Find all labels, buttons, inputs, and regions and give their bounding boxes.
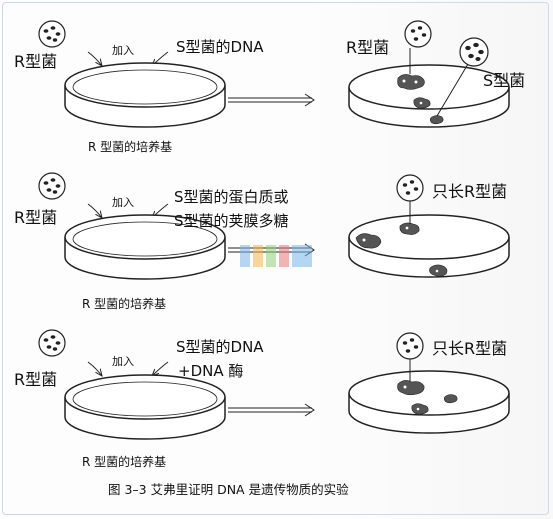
result-label-only-r: 只长R型菌 [432, 339, 508, 358]
double-arrow-icon [228, 403, 315, 417]
added-substance-line1: S型菌的蛋白质或 [174, 188, 289, 206]
pointer-line-s [436, 63, 469, 117]
medium-label: R 型菌的培养基 [82, 455, 167, 469]
added-substance-line2: +DNA 酶 [178, 362, 244, 380]
bacteria-cluster-icon [38, 329, 66, 357]
result-label-only-r: 只长R型菌 [432, 182, 508, 201]
row-1 [38, 20, 510, 128]
colony-icon [397, 380, 458, 415]
add-label: 加入 [112, 44, 134, 57]
figure-caption: 图 3–3 艾弗里证明 DNA 是遗传物质的实验 [108, 482, 349, 497]
double-arrow-icon [228, 93, 315, 107]
medium-label: R 型菌的培养基 [88, 140, 173, 154]
added-substance-line2: S型菌的荚膜多糖 [174, 212, 289, 230]
added-substance-line1: S型菌的DNA [176, 38, 264, 56]
petri-dish-icon [64, 214, 226, 280]
watermark-logo [240, 245, 312, 267]
result-petri-dish-icon [348, 64, 510, 128]
add-arrow-left [87, 203, 102, 218]
bacteria-cluster-icon [38, 172, 66, 200]
result-petri-dish-icon [348, 370, 510, 434]
add-arrow-left [87, 51, 102, 66]
add-arrow-left [87, 361, 102, 376]
bacteria-cluster-icon [396, 332, 424, 360]
result-label-s: S型菌 [483, 71, 526, 90]
row-2 [38, 172, 510, 280]
petri-dish-icon [64, 62, 226, 128]
left-bacteria-label: R型菌 [14, 208, 58, 227]
colony-icon [397, 74, 444, 125]
left-bacteria-label: R型菌 [14, 52, 58, 71]
added-substance-line1: S型菌的DNA [176, 338, 264, 356]
colony-icon [355, 222, 448, 277]
petri-dish-icon [64, 374, 226, 440]
medium-label: R 型菌的培养基 [82, 297, 167, 311]
bacteria-cluster-icon [459, 37, 489, 67]
add-label: 加入 [112, 196, 134, 209]
row-3 [38, 329, 510, 440]
bacteria-cluster-icon [38, 20, 66, 48]
add-arrow-right [152, 361, 169, 376]
result-label-r: R型菌 [346, 38, 390, 57]
left-bacteria-label: R型菌 [14, 370, 58, 389]
result-petri-dish-icon [348, 214, 510, 278]
add-label: 加入 [112, 355, 134, 368]
bacteria-cluster-icon [396, 174, 424, 202]
bacteria-cluster-icon [404, 20, 432, 48]
